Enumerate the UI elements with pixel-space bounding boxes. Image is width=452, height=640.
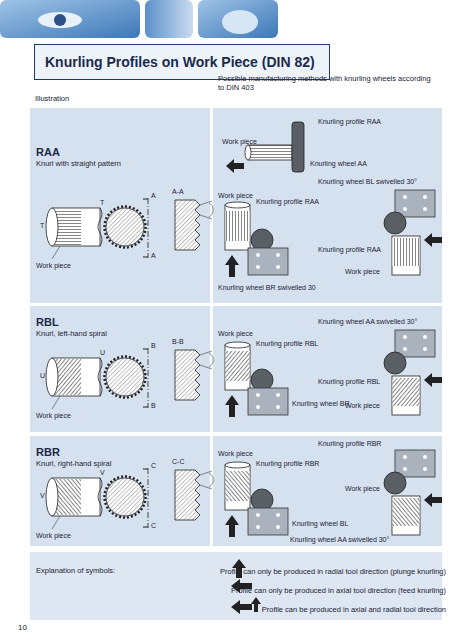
header-photos — [38, 12, 82, 28]
symbol-arrows — [231, 600, 252, 614]
profile-panel: RAAKnurl with straight pattern — [36, 146, 121, 168]
header-photos — [222, 10, 258, 34]
label: Work piece — [345, 268, 380, 276]
label: U — [100, 349, 105, 357]
symbol-arrows — [251, 597, 261, 612]
label: Work piece — [222, 138, 257, 146]
profile-panel: RBRKnurl, right-hand spiral — [36, 446, 111, 468]
profile-code: RBL — [36, 316, 107, 329]
panel-backgrounds — [30, 108, 442, 620]
label: A-A — [172, 188, 184, 196]
label: U — [40, 372, 45, 380]
feed-knurling-setup — [245, 145, 251, 160]
label: Knurling wheel BR swivelled 30 — [218, 284, 316, 292]
label: Work piece — [218, 192, 253, 200]
illustration — [225, 450, 442, 537]
label: Work piece — [36, 412, 71, 420]
label: C — [151, 462, 156, 470]
label: Knurling wheel AA swivelled 30° — [290, 536, 389, 544]
feed-knurling-setup — [226, 122, 304, 173]
illustration — [225, 190, 442, 277]
header-photos — [0, 0, 452, 40]
legend-text: Profile can be produced in axial and rad… — [262, 605, 446, 614]
label: Knurling profile RBR — [256, 460, 319, 468]
label: C — [151, 522, 156, 530]
header-photos — [0, 0, 140, 38]
label: C-C — [172, 458, 184, 466]
feed-knurling-setup — [292, 122, 304, 172]
profile-description: Knurl, left-hand spiral — [36, 329, 107, 338]
straight-knurl-drawing — [46, 198, 213, 259]
profile-panel: RBLKnurl, left-hand spiral — [36, 316, 107, 338]
header-photos — [198, 0, 278, 38]
feed-knurling-setup — [226, 159, 244, 173]
panel-backgrounds — [213, 108, 442, 303]
label: Work piece — [345, 485, 380, 493]
right-spiral-drawing — [46, 468, 213, 529]
label: Knurling profile RAA — [256, 198, 319, 206]
header-photos — [145, 0, 193, 38]
profile-description: Knurl, right-hand spiral — [36, 459, 111, 468]
label: Knurling profile RBL — [256, 340, 318, 348]
label: A — [151, 252, 156, 260]
label: Knurling profile RAA — [318, 246, 381, 254]
label: Knurling profile RAA — [318, 118, 381, 126]
label: V — [40, 492, 45, 500]
label: Knurling wheel AA swivelled 30° — [318, 318, 417, 326]
header-photos — [0, 0, 452, 40]
label: A — [151, 192, 156, 200]
label: Work piece — [345, 402, 380, 410]
profile-code: RBR — [36, 446, 111, 459]
label: Work piece — [36, 532, 71, 540]
label: Illustration — [35, 94, 69, 103]
label: B — [151, 402, 156, 410]
feed-knurling-setup — [248, 145, 292, 160]
legend-text: Profile can only be produced in axial to… — [231, 586, 446, 595]
left-spiral-drawing — [46, 348, 213, 409]
label: B — [151, 342, 156, 350]
label: T — [100, 199, 104, 207]
label: Knurling profile RBL — [318, 378, 380, 386]
profile-description: Knurl with straight pattern — [36, 159, 121, 168]
label: Explanation of symbols: — [36, 566, 115, 575]
label: 10 — [18, 624, 27, 632]
label: B-B — [172, 338, 184, 346]
legend-text: Profile can only be produced in radial t… — [220, 567, 446, 576]
label: Knurling profile RBR — [318, 440, 381, 448]
panel-backgrounds — [213, 306, 442, 432]
panel-backgrounds — [213, 436, 442, 546]
label: Knurling wheel BL — [292, 520, 348, 528]
profile-code: RAA — [36, 146, 121, 159]
title-text: Knurling Profiles on Work Piece (DIN 82) — [45, 54, 315, 70]
label: T — [40, 222, 44, 230]
illustration — [225, 330, 442, 417]
label: Knurling wheel BL swivelled 30° — [318, 178, 417, 186]
label: Work piece — [218, 450, 253, 458]
label: V — [100, 469, 105, 477]
label: Knurling wheel BR — [292, 400, 350, 408]
label: Knurling wheel AA — [310, 160, 367, 168]
header-photos — [54, 14, 66, 26]
label: Work piece — [218, 330, 253, 338]
label: Work piece — [36, 262, 71, 270]
label: Possible manufacturing methods with knur… — [218, 74, 433, 92]
